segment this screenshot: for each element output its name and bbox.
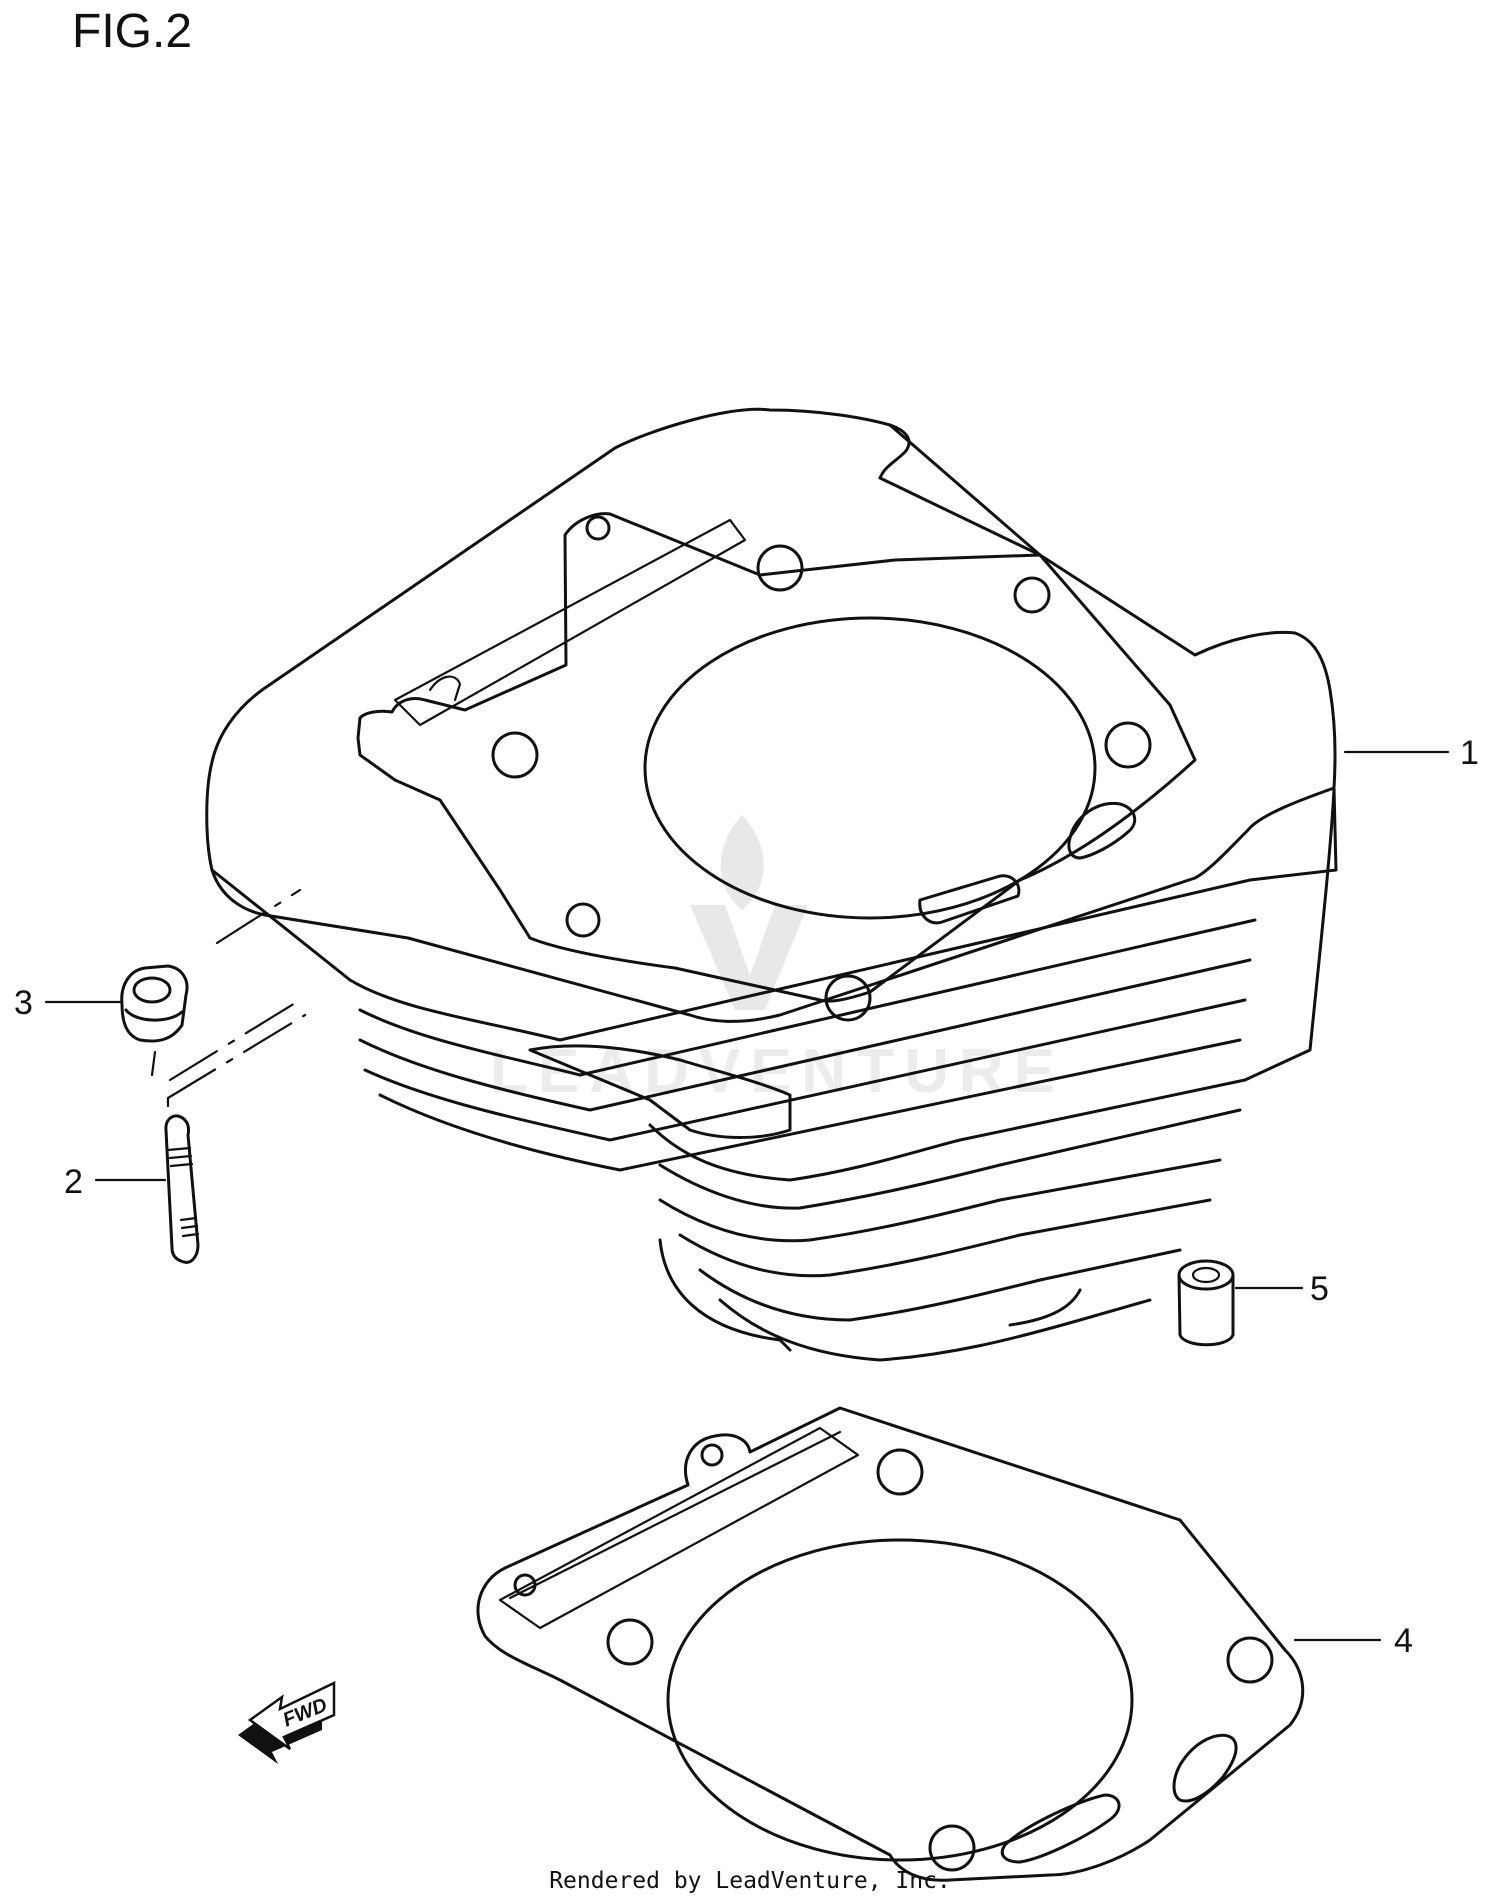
assembly-guide-lines <box>150 888 307 1108</box>
stud-part-2[interactable] <box>164 1114 200 1264</box>
footer-credit: Rendered by LeadVenture, Inc. <box>549 1868 951 1894</box>
dowel-pin-part-5[interactable] <box>1177 1259 1235 1347</box>
leader-lines <box>44 750 1450 1642</box>
base-gasket-part-4[interactable] <box>476 1406 1305 1882</box>
cylinder-part-1[interactable] <box>205 407 1338 1362</box>
callout-4: 4 <box>1394 1622 1413 1660</box>
fwd-arrow-icon: FWD <box>238 1681 336 1764</box>
callout-5: 5 <box>1310 1270 1329 1308</box>
leadventure-watermark: LEADVENTURE <box>490 815 1055 1106</box>
callout-2: 2 <box>64 1163 83 1201</box>
callout-1: 1 <box>1460 734 1479 772</box>
figure-title: FIG.2 <box>72 5 193 58</box>
callout-3: 3 <box>14 984 33 1022</box>
nut-part-3[interactable] <box>120 964 189 1043</box>
